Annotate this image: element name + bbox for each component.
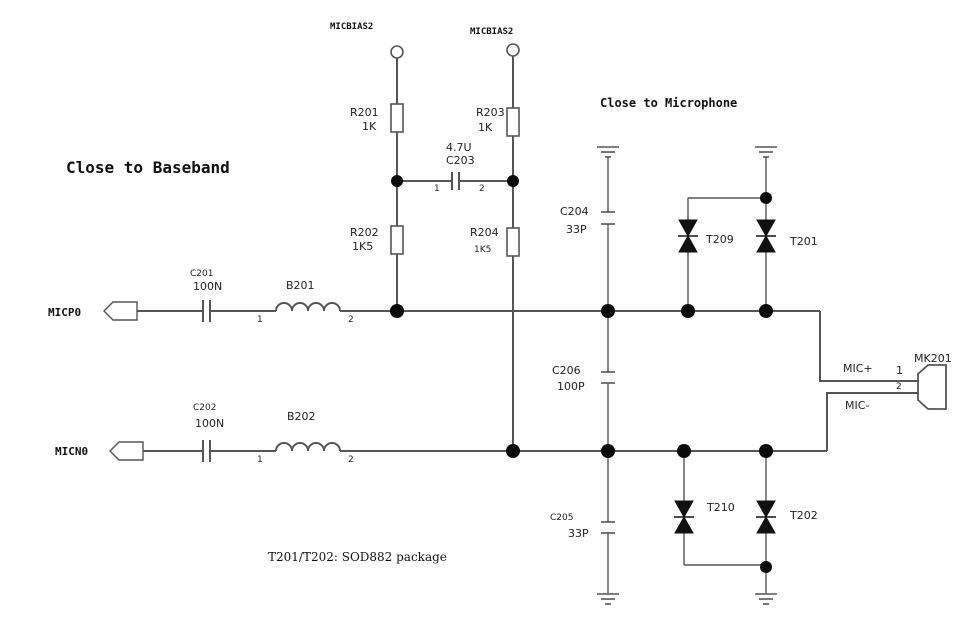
r203-ref: R203 [476, 106, 505, 119]
c203-pin-2: 2 [479, 184, 485, 194]
mk201-pin-2: 2 [896, 382, 902, 392]
resistor-r204 [506, 227, 520, 257]
c206-ref: C206 [552, 364, 581, 377]
package-note: T201/T202: SOD882 package [268, 550, 447, 564]
c201-value: 100N [193, 280, 222, 293]
resistor-r202 [390, 225, 404, 255]
junction-dot [760, 192, 772, 204]
net-label-mic-minus: MIC- [845, 399, 869, 412]
bias-terminal-left [390, 45, 404, 59]
t202-ref: T202 [789, 509, 818, 522]
c205-ref: C205 [550, 513, 573, 523]
net-label-micn0: MICN0 [55, 445, 88, 458]
b202-pin-2: 2 [348, 455, 354, 465]
tvs-diode-t201-upper [756, 219, 776, 238]
c202-ref: C202 [193, 403, 216, 413]
tvs-diode-t210-upper [674, 500, 694, 519]
c205-value: 33P [568, 527, 589, 540]
port-micn0 [109, 441, 144, 461]
b201-pin-1: 1 [257, 315, 263, 325]
c203-ref: C203 [446, 154, 475, 167]
resistor-r201 [390, 103, 404, 133]
junction-dot [506, 444, 520, 458]
junction-dot [759, 304, 773, 318]
junction-dot [601, 444, 615, 458]
junction-dot [677, 444, 691, 458]
tvs-diode-t209-upper [678, 219, 698, 238]
microphone-mk201 [917, 364, 947, 410]
junction-dot [681, 304, 695, 318]
junction-dot [390, 304, 404, 318]
tvs-diode-t210-lower [674, 515, 694, 534]
b201-pin-2: 2 [348, 315, 354, 325]
c206-value: 100P [557, 380, 585, 393]
r204-value: 1K5 [474, 245, 491, 255]
tvs-diode-t202-upper [756, 500, 776, 519]
inductor-b201 [275, 302, 341, 312]
mk201-ref: MK201 [914, 352, 952, 365]
net-label-micp0: MICP0 [48, 306, 81, 319]
c204-value: 33P [566, 223, 587, 236]
wire-mic-plus [819, 311, 918, 382]
junction-dot [391, 175, 403, 187]
heading-close-to-baseband: Close to Baseband [66, 158, 230, 177]
junction-dot [507, 175, 519, 187]
bias-terminal-right [506, 43, 520, 57]
inductor-b202 [275, 442, 341, 452]
resistor-r203 [506, 107, 520, 137]
r201-ref: R201 [350, 106, 379, 119]
r204-ref: R204 [470, 226, 499, 239]
t210-ref: T210 [706, 501, 735, 514]
mk201-pin-1: 1 [896, 364, 903, 377]
net-label-mic-plus: MIC+ [843, 362, 873, 375]
c203-pin-1: 1 [434, 184, 440, 194]
junction-dot [601, 304, 615, 318]
r201-value: 1K [362, 120, 377, 133]
junction-dot [760, 561, 772, 573]
r203-value: 1K [478, 121, 493, 134]
r202-value: 1K5 [352, 240, 373, 253]
heading-close-to-microphone: Close to Microphone [600, 96, 737, 110]
t209-ref: T209 [705, 233, 734, 246]
c204-ref: C204 [560, 205, 589, 218]
port-micp0 [103, 301, 138, 321]
net-label-micbias-left: MICBIAS2 [330, 22, 373, 32]
b202-ref: B202 [287, 410, 316, 423]
c201-ref: C201 [190, 269, 213, 279]
r202-ref: R202 [350, 226, 379, 239]
junction-dot [759, 444, 773, 458]
c202-value: 100N [195, 417, 224, 430]
c203-value: 4.7U [446, 141, 472, 154]
tvs-diode-t209-lower [678, 234, 698, 253]
tvs-diode-t201-lower [756, 234, 776, 253]
b201-ref: B201 [286, 279, 315, 292]
wire-mic-minus [826, 392, 918, 451]
t201-ref: T201 [789, 235, 818, 248]
b202-pin-1: 1 [257, 455, 263, 465]
tvs-diode-t202-lower [756, 515, 776, 534]
net-label-micbias-right: MICBIAS2 [470, 27, 513, 37]
